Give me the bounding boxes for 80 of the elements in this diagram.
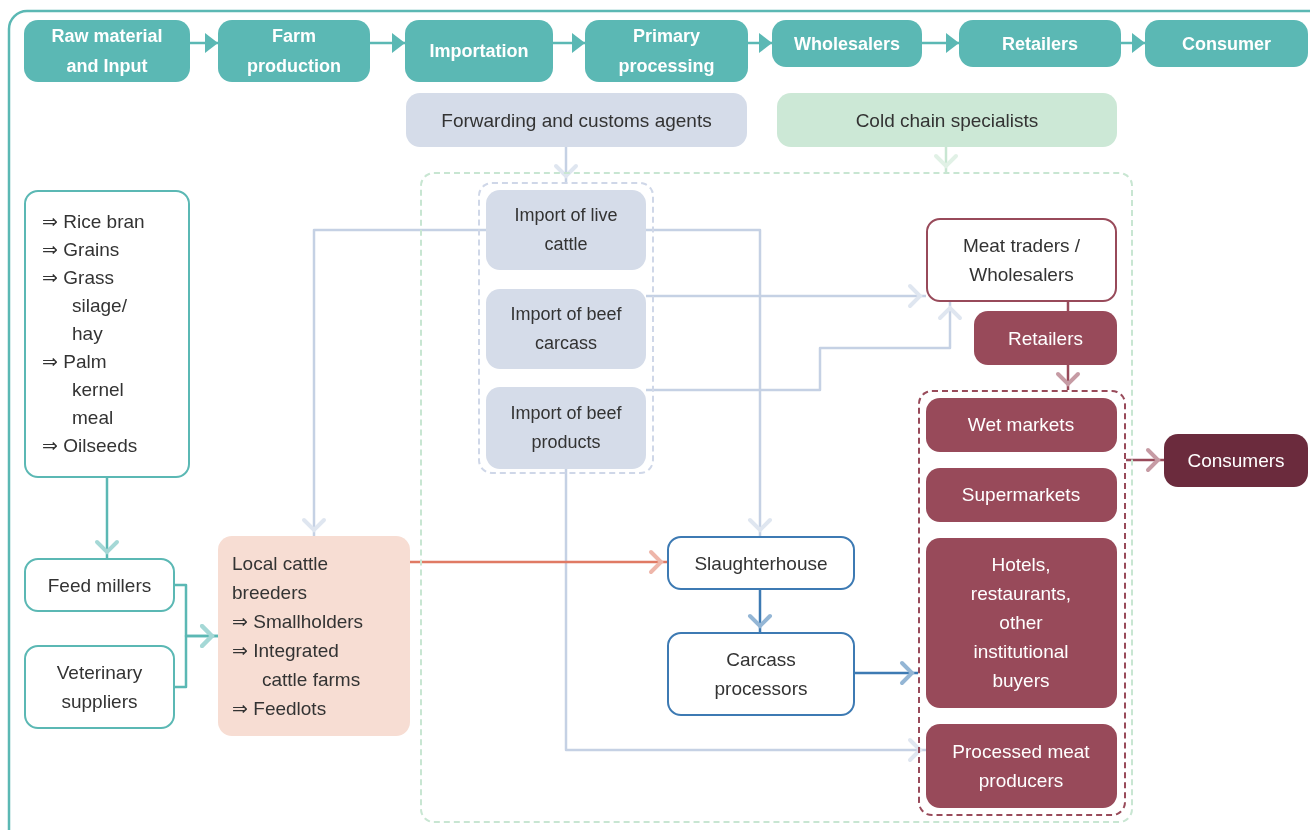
arrow: [564, 469, 926, 762]
list-item: ⇒ Oilseeds: [42, 434, 139, 458]
stage-header: [1145, 20, 1308, 67]
stage-header: [959, 20, 1121, 67]
arrow: [934, 147, 958, 172]
list-item: ⇒ Rice bran: [42, 210, 145, 234]
group-container: [918, 390, 1126, 816]
arrow: [553, 33, 585, 53]
box-label: Supermarkets: [961, 483, 1081, 507]
stage-label: Primary processing: [617, 25, 716, 78]
list-item: ⇒ Feedlots: [232, 697, 328, 721]
box-label: Import of beef products: [509, 402, 623, 454]
group-container: [420, 172, 1133, 823]
box-label: Veterinary suppliers: [55, 661, 144, 714]
arrow: [748, 33, 772, 53]
box-label: Local cattle breeders: [232, 552, 330, 605]
arrow: [190, 33, 218, 53]
stage-label: Wholesalers: [793, 32, 900, 56]
arrow: [646, 302, 962, 392]
actor-box: [926, 218, 1117, 302]
list-item: ⇒ Integrated cattle farms: [232, 639, 362, 692]
actor-box: [925, 723, 1117, 808]
stage-header: [772, 20, 922, 67]
actor-box: [974, 311, 1117, 365]
arrow: [1056, 365, 1080, 390]
box-label: Hotels, restaurants, other institutional buyers: [969, 553, 1073, 693]
list-item: ⇒ Grains: [42, 238, 121, 262]
stage-header: [24, 20, 190, 82]
box-label: Meat traders / Wholesalers: [961, 234, 1082, 287]
stage-label: Importation: [429, 40, 529, 63]
stage-label: Farm production: [246, 25, 342, 78]
process-box: [486, 190, 646, 270]
arrow: [554, 147, 578, 182]
arrow: [646, 228, 772, 536]
box-label: Slaughterhouse: [694, 551, 828, 576]
box-label: Retailers: [1008, 326, 1083, 351]
arrow: [175, 624, 218, 689]
arrow: [855, 661, 918, 685]
arrow: [748, 590, 772, 632]
process-box: [486, 289, 646, 369]
box-label: Import of live cattle: [513, 204, 619, 256]
stage-label: Raw material and Input: [50, 25, 164, 78]
stage-label: Consumer: [1182, 32, 1271, 56]
actor-box: [24, 558, 175, 612]
actor-box: [925, 467, 1117, 522]
box-label: Carcass processors: [713, 648, 809, 701]
actor-box: [1164, 434, 1308, 487]
stage-header: [218, 20, 370, 82]
process-box: [667, 536, 855, 590]
box-label: Consumers: [1187, 449, 1285, 473]
box-label: Cold chain specialists: [855, 108, 1039, 133]
arrow: [302, 228, 486, 536]
list-item: ⇒ Grass silage/ hay: [42, 266, 128, 346]
stage-header: [405, 20, 553, 82]
list-item: ⇒ Smallholders: [232, 610, 365, 634]
process-box: [486, 387, 646, 469]
box-label: Feed millers: [47, 573, 152, 598]
list-item: ⇒ Palm kernel meal: [42, 350, 125, 430]
actor-box: [24, 645, 175, 729]
process-box: [667, 632, 855, 716]
arrow: [410, 550, 667, 574]
box-label: Import of beef carcass: [509, 303, 623, 355]
actor-box: [406, 93, 747, 147]
box-label: Forwarding and customs agents: [441, 108, 712, 133]
arrow: [1126, 448, 1164, 472]
actor-box: [218, 536, 410, 736]
arrow: [646, 284, 926, 308]
arrow: [370, 33, 405, 53]
stage-header: [585, 20, 748, 82]
actor-box: [925, 397, 1117, 452]
arrow: [95, 478, 119, 558]
input-list-box: [24, 190, 190, 478]
arrow: [922, 33, 959, 53]
stage-label: Retailers: [1001, 32, 1078, 56]
actor-box: [777, 93, 1117, 147]
box-label: Wet markets: [967, 413, 1075, 437]
box-label: Processed meat producers: [951, 739, 1091, 793]
arrow: [1121, 33, 1145, 53]
group-container: [478, 182, 654, 474]
actor-box: [925, 537, 1117, 708]
